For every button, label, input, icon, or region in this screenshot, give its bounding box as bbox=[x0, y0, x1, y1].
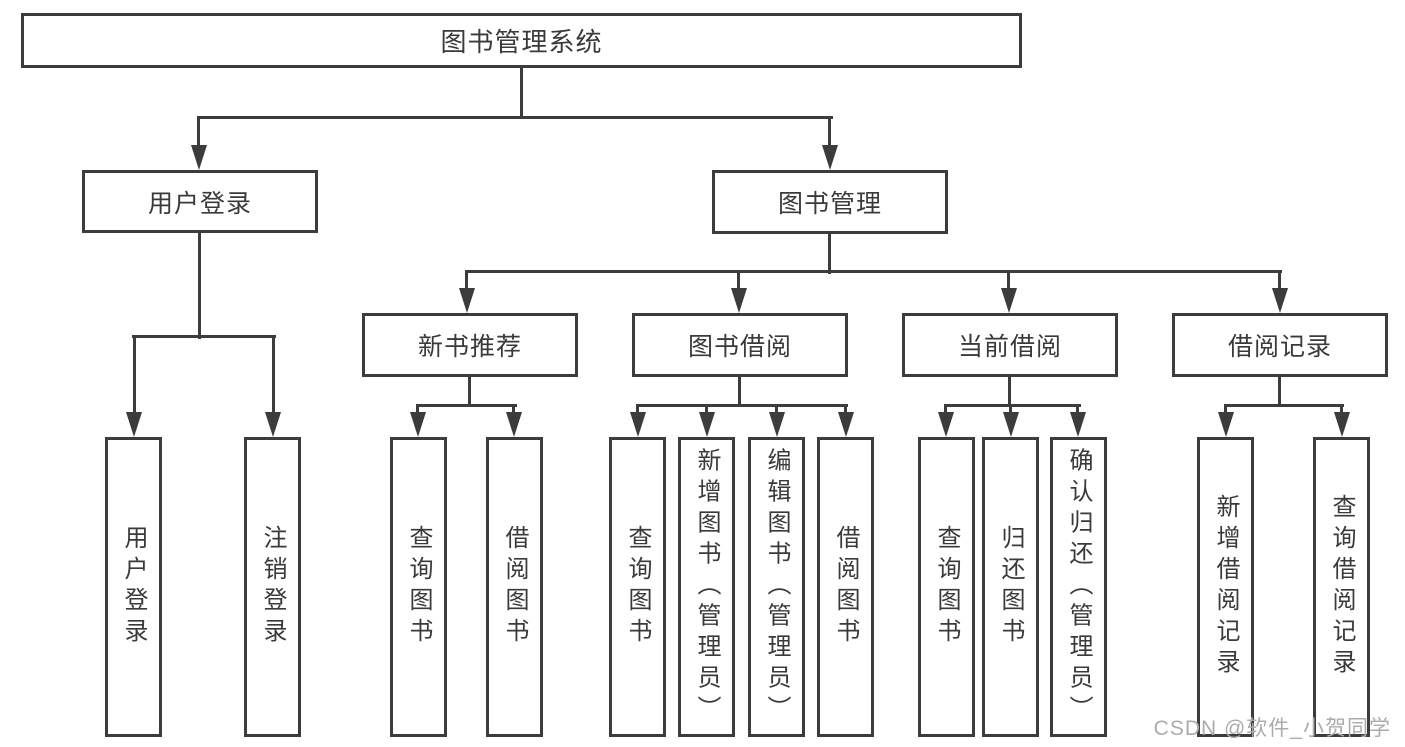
node-label: 图书管理系统 bbox=[440, 27, 603, 57]
arrow-down-icon bbox=[1272, 288, 1288, 313]
leaf-user-login: 用户登录 bbox=[105, 437, 162, 737]
leaf-return-books: 归还图书 bbox=[982, 437, 1039, 737]
arrow-down-icon bbox=[1070, 412, 1086, 437]
connector-line bbox=[1007, 270, 1010, 290]
connector-line bbox=[705, 404, 708, 416]
connector-line bbox=[198, 116, 833, 119]
leaf-borrow-books: 借阅图书 bbox=[817, 437, 874, 737]
connector-line bbox=[465, 270, 468, 290]
connector-line bbox=[636, 404, 848, 407]
connector-line bbox=[844, 404, 847, 416]
node-label: 用户登录 bbox=[147, 189, 252, 218]
connector-line bbox=[468, 375, 471, 407]
leaf-add-book-admin: 新增图书（管理员） bbox=[678, 437, 735, 737]
arrow-down-icon bbox=[1218, 412, 1234, 437]
node-book-management: 图书管理 bbox=[712, 170, 948, 234]
leaf-confirm-return-admin: 确认归还（管理员） bbox=[1050, 437, 1107, 737]
connector-line bbox=[1224, 404, 1227, 416]
arrow-down-icon bbox=[731, 288, 747, 313]
leaf-edit-book-admin: 编辑图书（管理员） bbox=[748, 437, 805, 737]
arrow-down-icon bbox=[630, 412, 646, 437]
arrow-down-icon bbox=[410, 412, 426, 437]
node-user-login: 用户登录 bbox=[82, 170, 318, 233]
connector-line bbox=[775, 404, 778, 416]
arrow-down-icon bbox=[506, 412, 522, 437]
leaf-borrow-books-recommend: 借阅图书 bbox=[486, 437, 543, 737]
node-borrowing-records: 借阅记录 bbox=[1172, 313, 1388, 377]
node-library-system: 图书管理系统 bbox=[21, 13, 1022, 68]
arrow-down-icon bbox=[822, 145, 838, 170]
leaf-query-books-borrowing: 查询图书 bbox=[609, 437, 666, 737]
node-label: 图书借阅 bbox=[687, 333, 792, 361]
leaf-query-borrow-record: 查询借阅记录 bbox=[1313, 437, 1370, 737]
connector-line bbox=[944, 404, 947, 416]
node-label: 当前借阅 bbox=[957, 333, 1062, 361]
node-label: 归还图书 bbox=[997, 525, 1024, 649]
leaf-logout: 注销登录 bbox=[244, 437, 301, 737]
node-label: 用户登录 bbox=[120, 525, 147, 649]
arrow-down-icon bbox=[1003, 412, 1019, 437]
connector-line bbox=[512, 404, 515, 416]
connector-line bbox=[738, 375, 741, 407]
arrow-down-icon bbox=[769, 412, 785, 437]
arrow-down-icon bbox=[459, 288, 475, 313]
connector-line bbox=[828, 232, 831, 274]
leaf-add-borrow-record: 新增借阅记录 bbox=[1197, 437, 1254, 737]
connector-line bbox=[416, 404, 419, 416]
node-label: 查询图书 bbox=[405, 525, 432, 649]
node-label: 借阅图书 bbox=[501, 525, 528, 649]
node-label: 编辑图书（管理员） bbox=[763, 447, 790, 727]
node-label: 借阅图书 bbox=[832, 525, 859, 649]
node-label: 注销登录 bbox=[259, 525, 286, 649]
connector-line bbox=[133, 335, 136, 415]
connector-line bbox=[197, 116, 200, 148]
arrow-down-icon bbox=[1334, 412, 1350, 437]
connector-line bbox=[198, 231, 201, 339]
node-label: 新书推荐 bbox=[417, 333, 522, 361]
arrow-down-icon bbox=[265, 412, 281, 437]
connector-line bbox=[1076, 404, 1079, 416]
connector-line bbox=[1008, 375, 1011, 407]
arrow-down-icon bbox=[699, 412, 715, 437]
watermark: CSDN @软件_小贺同学 bbox=[1153, 717, 1391, 740]
connector-line bbox=[417, 404, 517, 407]
node-label: 查询图书 bbox=[933, 525, 960, 649]
arrow-down-icon bbox=[191, 145, 207, 170]
connector-line bbox=[1224, 404, 1344, 407]
node-label: 借阅记录 bbox=[1227, 333, 1332, 361]
node-label: 查询图书 bbox=[624, 525, 651, 649]
connector-line bbox=[636, 404, 639, 416]
node-label: 确认归还（管理员） bbox=[1065, 447, 1092, 727]
connector-line bbox=[828, 116, 831, 148]
node-new-book-recommend: 新书推荐 bbox=[362, 313, 578, 377]
node-book-borrowing: 图书借阅 bbox=[632, 313, 848, 377]
arrow-down-icon bbox=[838, 412, 854, 437]
arrow-down-icon bbox=[126, 412, 142, 437]
connector-line bbox=[272, 335, 275, 415]
arrow-down-icon bbox=[938, 412, 954, 437]
connector-line bbox=[132, 335, 276, 338]
node-label: 查询借阅记录 bbox=[1328, 494, 1355, 680]
connector-line bbox=[1009, 404, 1012, 416]
leaf-query-books-recommend: 查询图书 bbox=[390, 437, 447, 737]
arrow-down-icon bbox=[1001, 288, 1017, 313]
connector-line bbox=[945, 404, 1081, 407]
node-label: 图书管理 bbox=[777, 190, 882, 218]
node-label: 新增图书（管理员） bbox=[693, 447, 720, 727]
node-label: 新增借阅记录 bbox=[1212, 494, 1239, 680]
node-current-borrowing: 当前借阅 bbox=[902, 313, 1118, 377]
connector-line bbox=[1278, 375, 1281, 407]
connector-line bbox=[466, 270, 1282, 273]
leaf-query-books-current: 查询图书 bbox=[918, 437, 975, 737]
connector-line bbox=[1340, 404, 1343, 416]
connector-line bbox=[737, 270, 740, 290]
connector-line bbox=[520, 66, 523, 119]
connector-line bbox=[1278, 270, 1281, 290]
